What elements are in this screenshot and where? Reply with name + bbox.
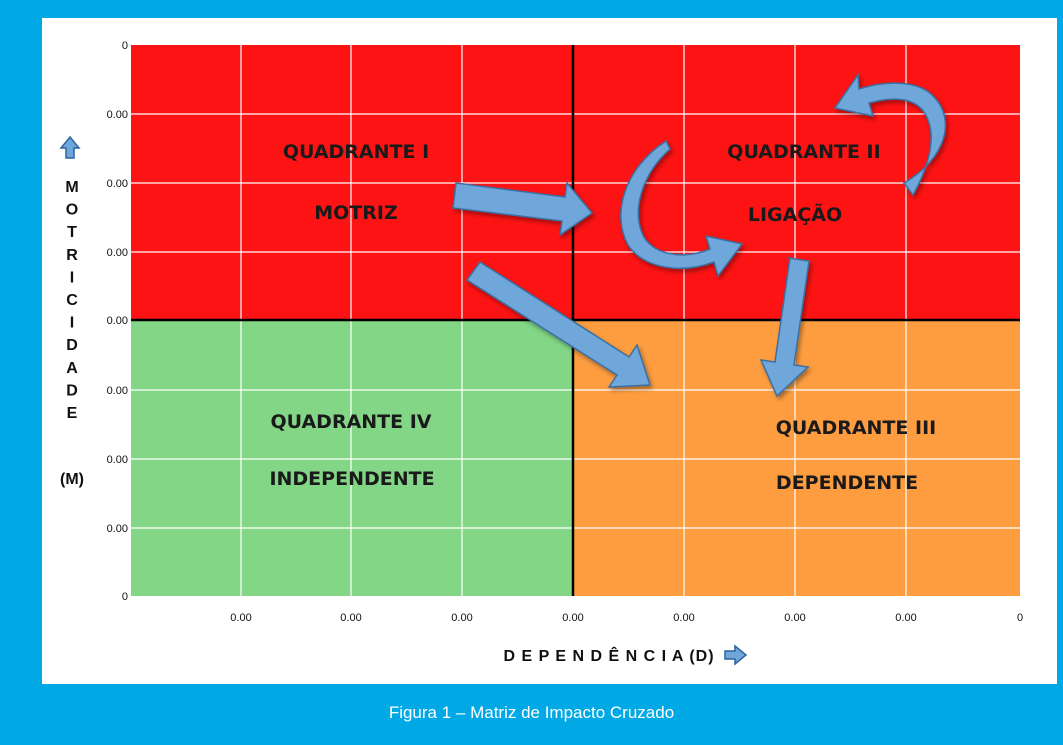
y-axis-letter: M	[65, 179, 78, 196]
quadrant-q1-title: QUADRANTE I	[283, 141, 429, 163]
y-axis-letter: R	[66, 247, 78, 264]
figure-caption: Figura 1 – Matriz de Impacto Cruzado	[388, 703, 675, 722]
y-axis-letter: I	[70, 269, 74, 286]
y-axis-letter: E	[67, 405, 78, 422]
up-arrow-icon	[59, 135, 81, 159]
quadrant-q1-subtitle: MOTRIZ	[314, 202, 398, 224]
quadrant-q4-title: QUADRANTE IV	[270, 411, 431, 433]
y-tick-label: 0.00	[107, 454, 128, 466]
x-tick-label: 0	[1017, 612, 1023, 624]
y-tick-label: 0.00	[107, 523, 128, 535]
y-tick-label: 0.00	[107, 247, 128, 259]
curved-arrow-loop-left	[620, 139, 744, 278]
impact-matrix-chart: 0 0.00 0.00 0.00 0.00 0.00 0.00 0.00 0 0.00 0.00 0…	[59, 40, 1023, 666]
y-axis-abbr: (M)	[60, 471, 84, 488]
y-axis-letter: D	[66, 337, 78, 354]
figure-panel: 0 0.00 0.00 0.00 0.00 0.00 0.00 0.00 0 0.00 0.00 0…	[42, 18, 1057, 684]
y-axis-letter: A	[66, 360, 78, 377]
y-axis-letter: D	[66, 382, 78, 399]
y-tick-label: 0	[122, 591, 128, 603]
right-arrow-icon	[724, 644, 748, 666]
arrow-q1-to-q2	[452, 181, 594, 237]
quadrant-q4-area	[131, 320, 573, 596]
x-tick-label: 0.00	[673, 612, 694, 624]
x-tick-label: 0.00	[562, 612, 583, 624]
arrow-q1-to-q3	[465, 260, 652, 388]
x-tick-label: 0.00	[895, 612, 916, 624]
arrow-q2-to-q3	[759, 257, 810, 398]
quadrant-q3-subtitle: DEPENDENTE	[776, 472, 918, 494]
x-tick-label: 0.00	[340, 612, 361, 624]
quadrant-q3-title: QUADRANTE III	[776, 417, 936, 439]
quadrant-q4-subtitle: INDEPENDENTE	[269, 468, 434, 490]
y-tick-label: 0.00	[107, 109, 128, 121]
x-tick-label: 0.00	[784, 612, 805, 624]
y-tick-label: 0.00	[107, 315, 128, 327]
y-tick-label: 0.00	[107, 385, 128, 397]
quadrant-q2-title: QUADRANTE II	[727, 141, 880, 163]
x-axis-title: D E P E N D Ê N C I A (D)	[503, 646, 714, 665]
quadrant-q2-subtitle: LIGAÇÃO	[748, 202, 842, 226]
y-axis-letter: I	[70, 315, 74, 332]
y-axis-letter: O	[66, 202, 78, 219]
y-tick-label: 0	[122, 40, 128, 52]
y-axis-letter: C	[66, 292, 78, 309]
x-tick-label: 0.00	[451, 612, 472, 624]
y-tick-label: 0.00	[107, 178, 128, 190]
y-axis-letter: T	[67, 224, 77, 241]
x-tick-label: 0.00	[230, 612, 251, 624]
curved-arrow-loop-right	[833, 72, 947, 197]
